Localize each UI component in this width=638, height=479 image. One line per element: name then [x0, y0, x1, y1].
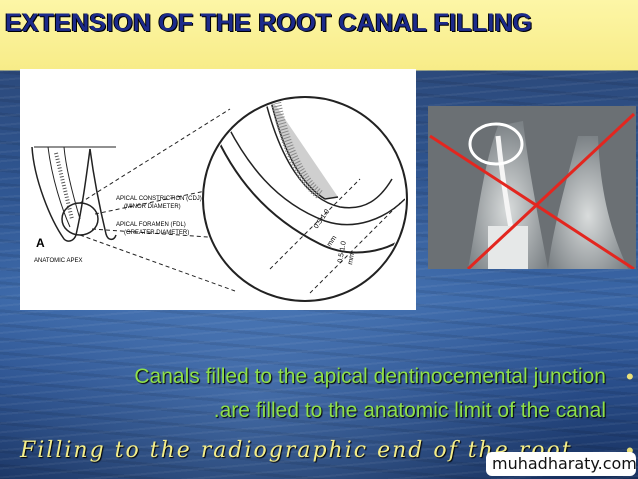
tooth-root-right [548, 136, 628, 269]
red-x-icon-stroke-2 [466, 112, 636, 269]
tooth-outline-left [31, 146, 91, 242]
watermark-text: muhadharaty.com [492, 454, 637, 473]
panel-label: A [36, 236, 45, 250]
tooth-outline-right [89, 148, 117, 241]
canal-filling-large [269, 99, 339, 200]
measure-label-2: 0.5-1.0 [337, 241, 348, 264]
canal-wall-2 [63, 146, 81, 220]
measure-unit-2: mm [347, 252, 356, 265]
red-x-icon-stroke-1 [429, 134, 635, 269]
bullet-icon: • [626, 438, 634, 463]
canal-filling-small [54, 152, 74, 220]
watermark: muhadharaty.com [486, 452, 637, 476]
label-minor-diameter: (MINOR DIAMETER) [124, 204, 181, 210]
label-greater-diameter: (GREATER DIAMETER) [124, 230, 189, 236]
label-apical-constriction: APICAL CONSTRICTION (CDJ) [116, 196, 202, 202]
bullet-anatomic-limit: .are filled to the anatomic limit of the… [213, 399, 606, 422]
bullet-icon: • [626, 364, 634, 389]
root-canal-diagram: A ANATOMIC APEX APICAL CONSTRICTION (CDJ… [20, 69, 416, 310]
label-anatomic-apex: ANATOMIC APEX [34, 258, 82, 264]
white-circle-icon [468, 122, 524, 166]
radiograph-image [428, 106, 636, 269]
radiograph-drawing [428, 106, 636, 269]
label-apical-foramen: APICAL FORAMEN (FDL) [116, 222, 186, 228]
canal-wall-1 [47, 146, 71, 228]
bullet-radiographic-end: Filling to the radiographic end of the r… [20, 438, 573, 463]
magnify-circle-large [202, 96, 408, 302]
slide-title: EXTENSION OF THE ROOT CANAL FILLING [5, 9, 533, 37]
diagram-drawing: A ANATOMIC APEX APICAL CONSTRICTION (CDJ… [31, 96, 408, 302]
bullet-apical-junction: Canals filled to the apical dentinocemen… [134, 365, 606, 388]
